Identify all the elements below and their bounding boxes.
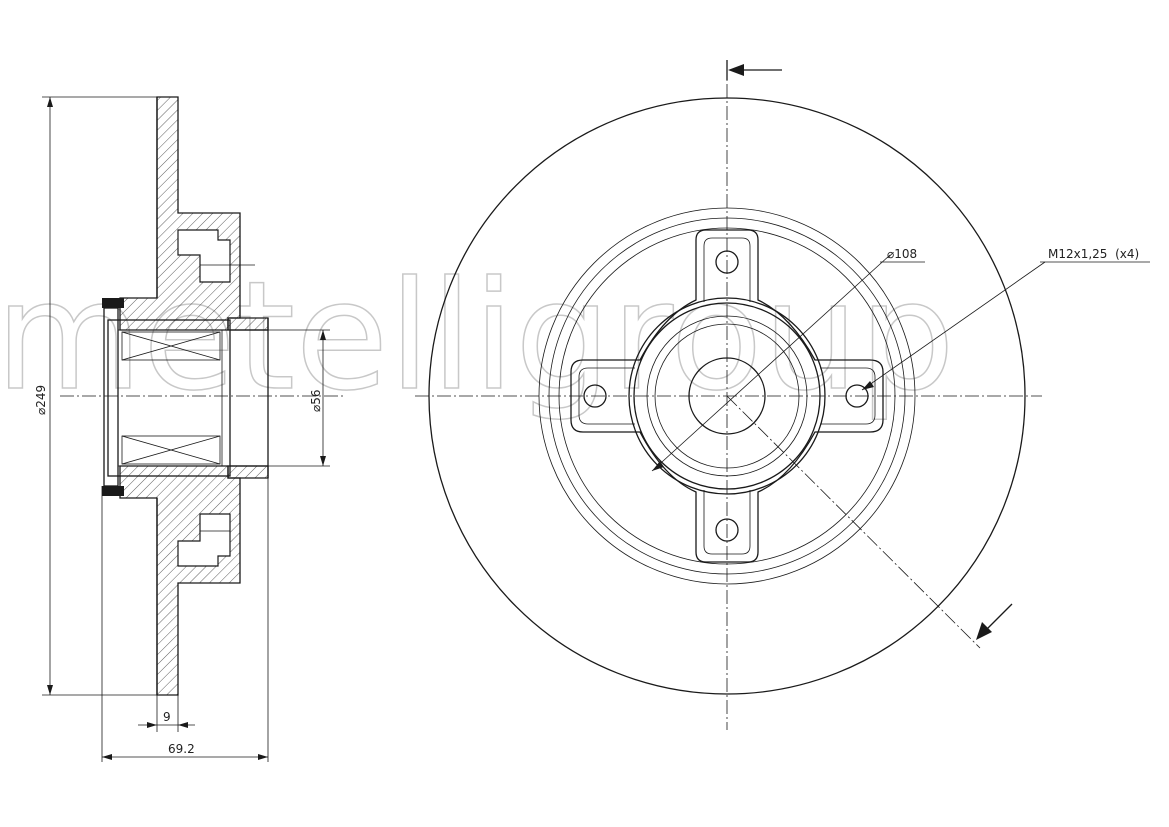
section-view [60,96,345,696]
dim-total-height: 69.2 [168,742,195,756]
dim-outer-diameter: ⌀249 [34,385,48,415]
dim-thread: M12x1,25 (x4) [1048,247,1139,261]
hub-lower [227,465,269,479]
bearing-rollers [121,331,221,465]
dim-disc-thickness: 9 [163,710,171,724]
section-arrow-bottom [976,622,992,640]
dim-bore-diameter: ⌀56 [309,389,323,412]
flange-lower [119,465,241,696]
stud-pocket-upper [177,229,231,283]
watermark-text: metelligroup [0,250,955,424]
seal-top [102,298,124,308]
seal-bottom [102,486,124,496]
section-line-diagonal [726,395,981,649]
front-view [415,60,1042,730]
stud-pocket-lower [177,513,231,567]
section-arrow-top [728,64,744,76]
bearing-housing [107,319,231,477]
hub-flange [570,229,884,563]
dim-pcd: ⌀108 [887,247,917,261]
hub-upper [227,317,269,331]
front-dimensions: ⌀108 M12x1,25 (x4) [651,247,1150,472]
stud-hole-left [583,384,607,408]
section-dimensions: ⌀249 ⌀56 9 69.2 [34,96,330,762]
